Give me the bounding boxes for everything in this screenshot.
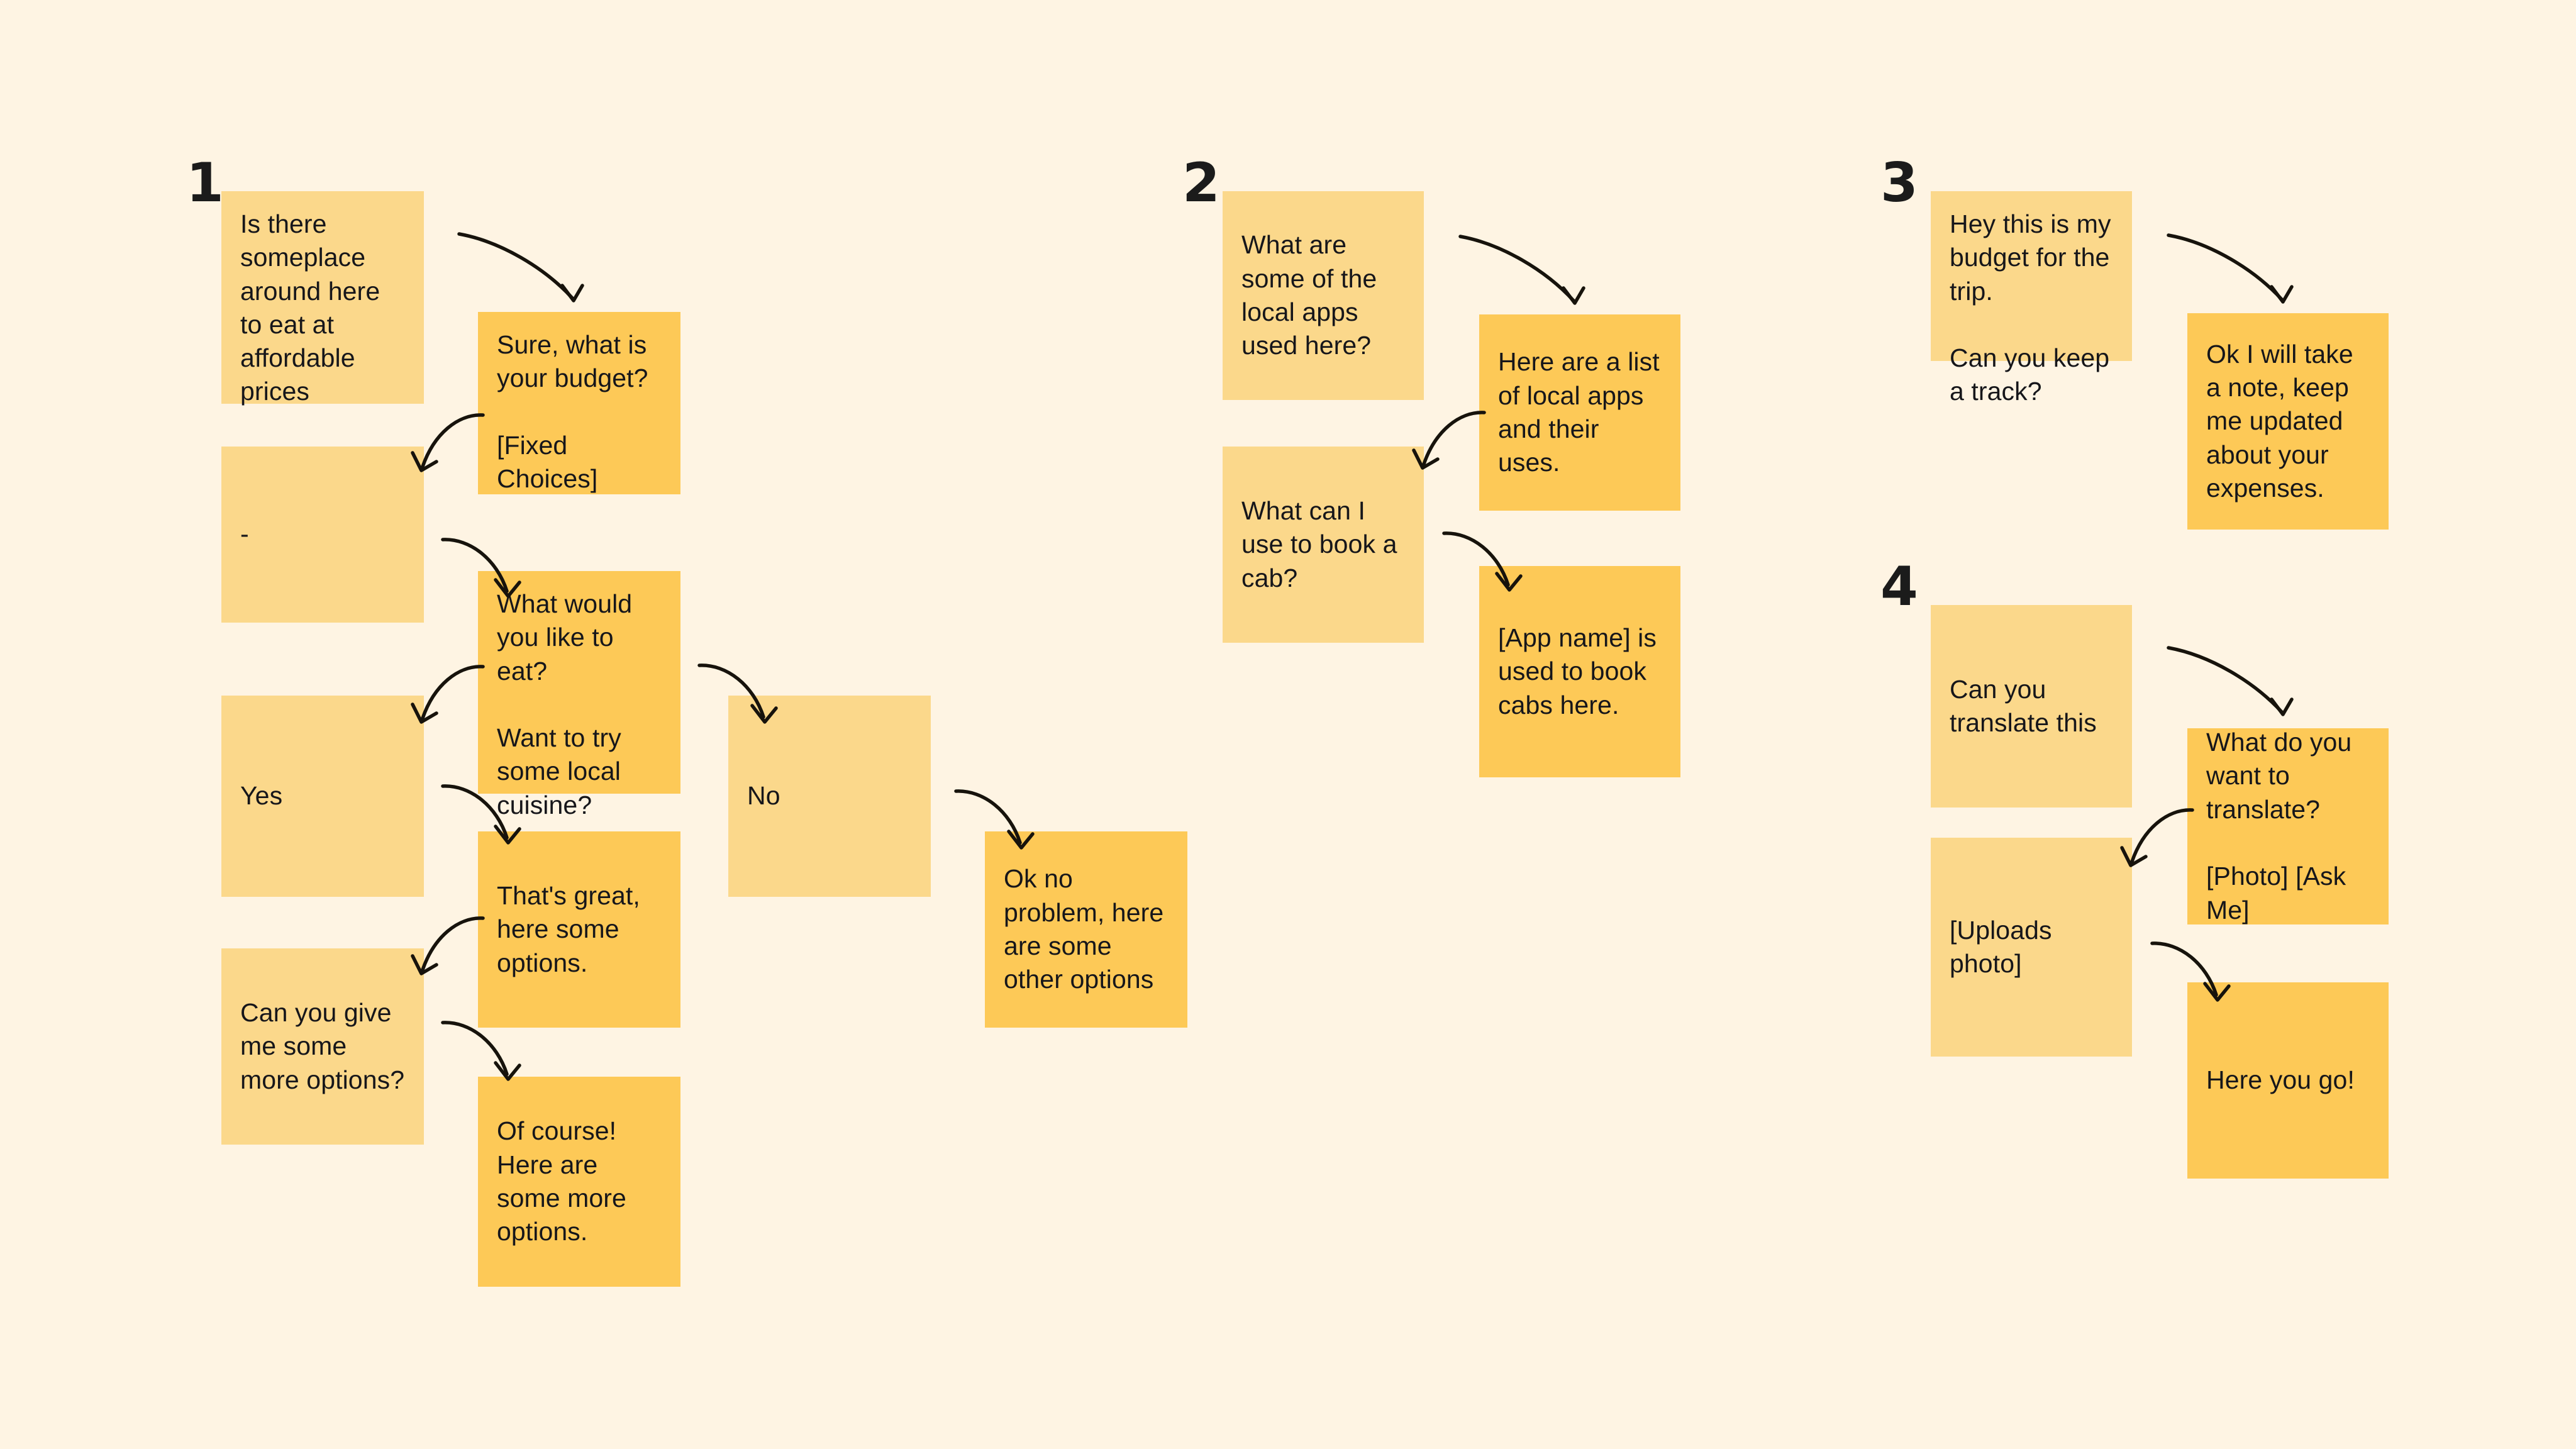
card-f4-c3[interactable]: [Uploads photo] <box>1931 838 2132 1057</box>
card-text: [Photo] [Ask Me] <box>2206 862 2346 924</box>
flow-number-2: 2 <box>1182 152 1220 214</box>
card-text: Can you give me some more options? <box>240 998 405 1094</box>
card-text: What would you like to eat? <box>497 589 633 686</box>
card-text: Yes <box>240 781 283 811</box>
card-f1-c9[interactable]: Can you give me some more options? <box>221 948 424 1145</box>
card-f3-c2[interactable]: Ok I will take a note, keep me updated a… <box>2187 313 2389 530</box>
card-f4-c4[interactable]: Here you go! <box>2187 982 2389 1179</box>
card-f2-c2[interactable]: Here are a list of local apps and their … <box>1479 314 1680 511</box>
card-text: - <box>240 519 249 549</box>
card-text: [Uploads photo] <box>1950 915 2052 978</box>
card-f1-c4[interactable]: What would you like to eat? Want to try … <box>478 571 680 819</box>
card-f1-c7[interactable]: That's great, here some options. <box>478 831 680 1028</box>
card-text: [Fixed Choices] <box>497 430 598 494</box>
flow-number-3: 3 <box>1880 152 1918 214</box>
card-f1-c10[interactable]: Of course! Here are some more options. <box>478 1077 680 1287</box>
card-f4-c2[interactable]: What do you want to translate? [Photo] [… <box>2187 728 2389 924</box>
card-text: That's great, here some options. <box>497 881 640 977</box>
card-f2-c3[interactable]: What can I use to book a cab? <box>1223 447 1424 643</box>
arrow-f1-c1-to-c2 <box>457 225 608 307</box>
card-text: Ok I will take a note, keep me updated a… <box>2206 339 2353 502</box>
card-text: Is there someplace around here to eat at… <box>240 209 380 406</box>
arrow-f2-c1-to-c2 <box>1458 228 1609 309</box>
card-f1-c8[interactable]: Ok no problem, here are some other optio… <box>985 831 1187 1028</box>
card-f2-c1[interactable]: What are some of the local apps used her… <box>1223 191 1424 400</box>
card-f1-c2[interactable]: Sure, what is your budget? [Fixed Choice… <box>478 312 680 494</box>
card-text: Ok no problem, here are some other optio… <box>1004 864 1164 994</box>
card-text: Can you translate this <box>1950 674 2097 737</box>
card-text: Here are a list of local apps and their … <box>1498 347 1660 477</box>
card-f1-c5[interactable]: Yes <box>221 696 424 897</box>
card-text: What can I use to book a cab? <box>1241 496 1397 592</box>
card-f2-c4[interactable]: [App name] is used to book cabs here. <box>1479 566 1680 777</box>
arrow-f3-c1-to-c2 <box>2166 226 2317 308</box>
card-f1-c6[interactable]: No <box>728 696 931 897</box>
card-text: Of course! Here are some more options. <box>497 1116 626 1246</box>
card-text: [App name] is used to book cabs here. <box>1498 623 1657 719</box>
card-text: No <box>747 781 780 811</box>
card-text: Here you go! <box>2206 1065 2355 1095</box>
card-f4-c1[interactable]: Can you translate this <box>1931 605 2132 808</box>
card-text: Sure, what is your budget? <box>497 330 648 393</box>
card-text: Want to try some local cuisine? <box>497 723 621 819</box>
flow-number-1: 1 <box>186 152 224 214</box>
card-text: Can you keep a track? <box>1950 343 2110 406</box>
card-f3-c1[interactable]: Hey this is my budget for the trip. Can … <box>1931 191 2132 406</box>
flow-number-4: 4 <box>1880 555 1918 618</box>
card-text: Hey this is my budget for the trip. <box>1950 209 2111 306</box>
card-text: What do you want to translate? <box>2206 728 2352 824</box>
card-f1-c1[interactable]: Is there someplace around here to eat at… <box>221 191 424 406</box>
card-text: What are some of the local apps used her… <box>1241 230 1377 360</box>
arrow-f4-c1-to-c2 <box>2166 639 2317 721</box>
card-f1-c3[interactable]: - <box>221 447 424 623</box>
